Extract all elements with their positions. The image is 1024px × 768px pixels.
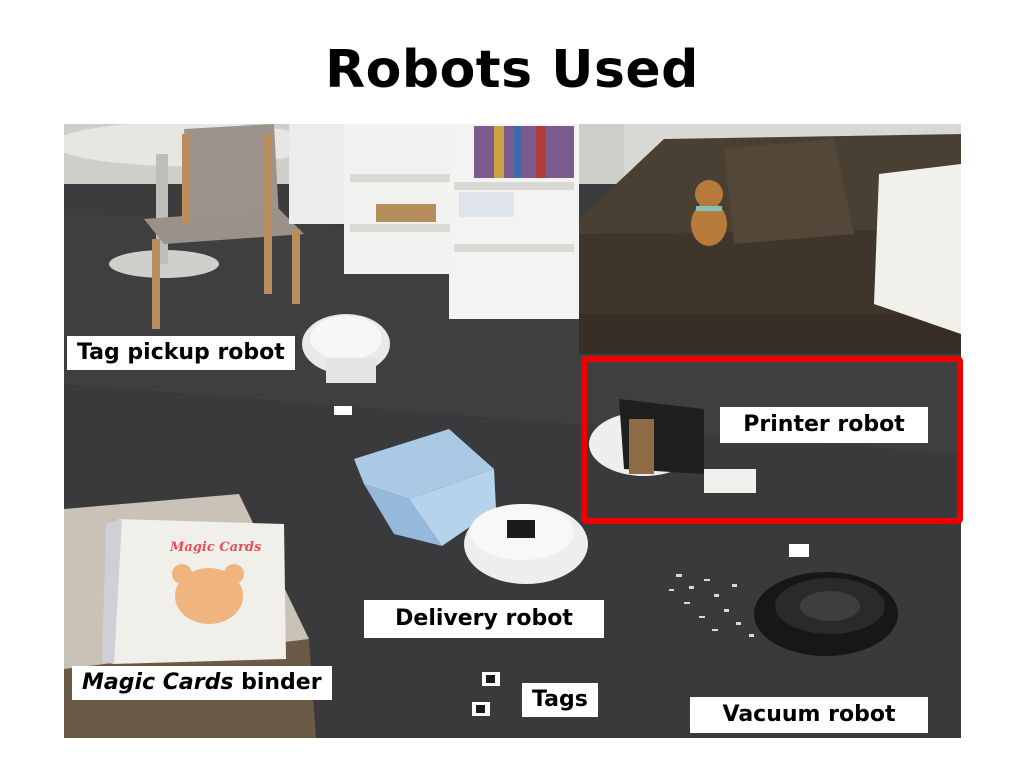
- binder-label-italic: Magic Cards: [82, 670, 234, 695]
- printer-robot-highlight: [581, 356, 963, 524]
- delivery-robot-label: Delivery robot: [364, 600, 604, 638]
- binder-label-rest: binder: [233, 670, 322, 695]
- tag-pickup-robot-label: Tag pickup robot: [67, 336, 295, 370]
- magic-cards-binder-label: Magic Cards binder: [72, 666, 332, 700]
- binder-cover-text: Magic Cards: [170, 540, 262, 555]
- vacuum-robot-label: Vacuum robot: [690, 697, 928, 733]
- slide-title: Robots Used: [325, 40, 699, 100]
- tags-label: Tags: [522, 683, 598, 717]
- printer-robot-label: Printer robot: [720, 407, 928, 443]
